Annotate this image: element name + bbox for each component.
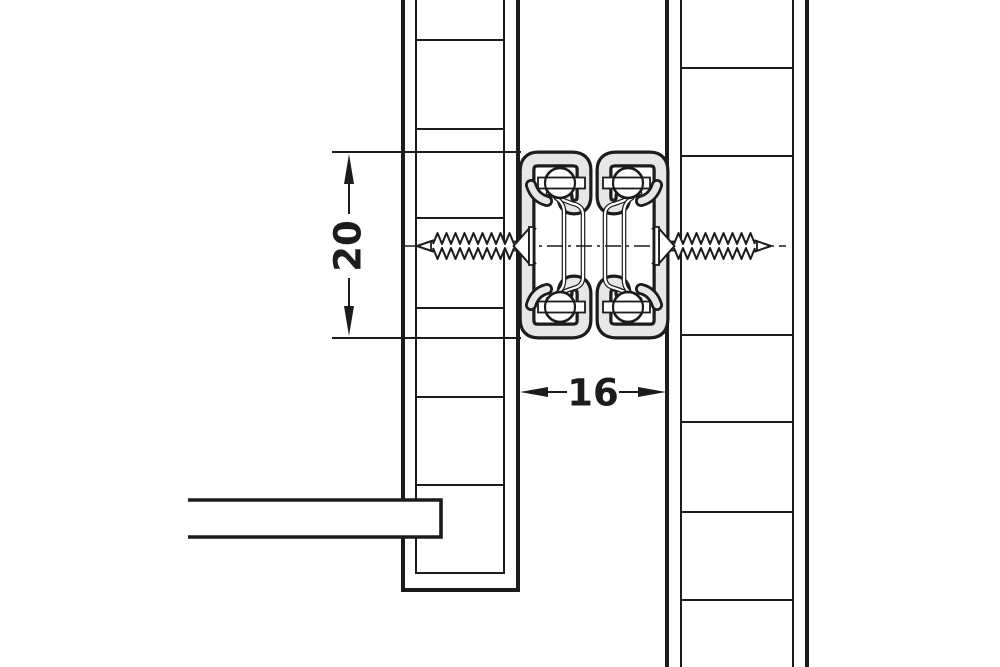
cabinet-panel-core-lines [682,67,792,601]
drawer-slide-cross-section [527,159,661,331]
drawer-bottom-panel [188,498,443,539]
arrow-right-icon [638,387,666,397]
slide-left-member [527,159,585,331]
drawer-side-panel [401,0,520,592]
dimension-20: 20 [327,151,521,339]
slide-right-member [603,159,661,331]
dimension-16-label: 16 [567,372,619,415]
dimension-16: 16 [520,372,666,415]
arrow-left-icon [520,387,548,397]
drawer-panel-core-lines [417,39,503,486]
arrow-down-icon [344,306,354,336]
mounting-screw-right [651,226,772,266]
arrow-up-icon [344,154,354,184]
cabinet-side-panel [665,0,809,667]
dimension-20-label: 20 [327,220,370,272]
